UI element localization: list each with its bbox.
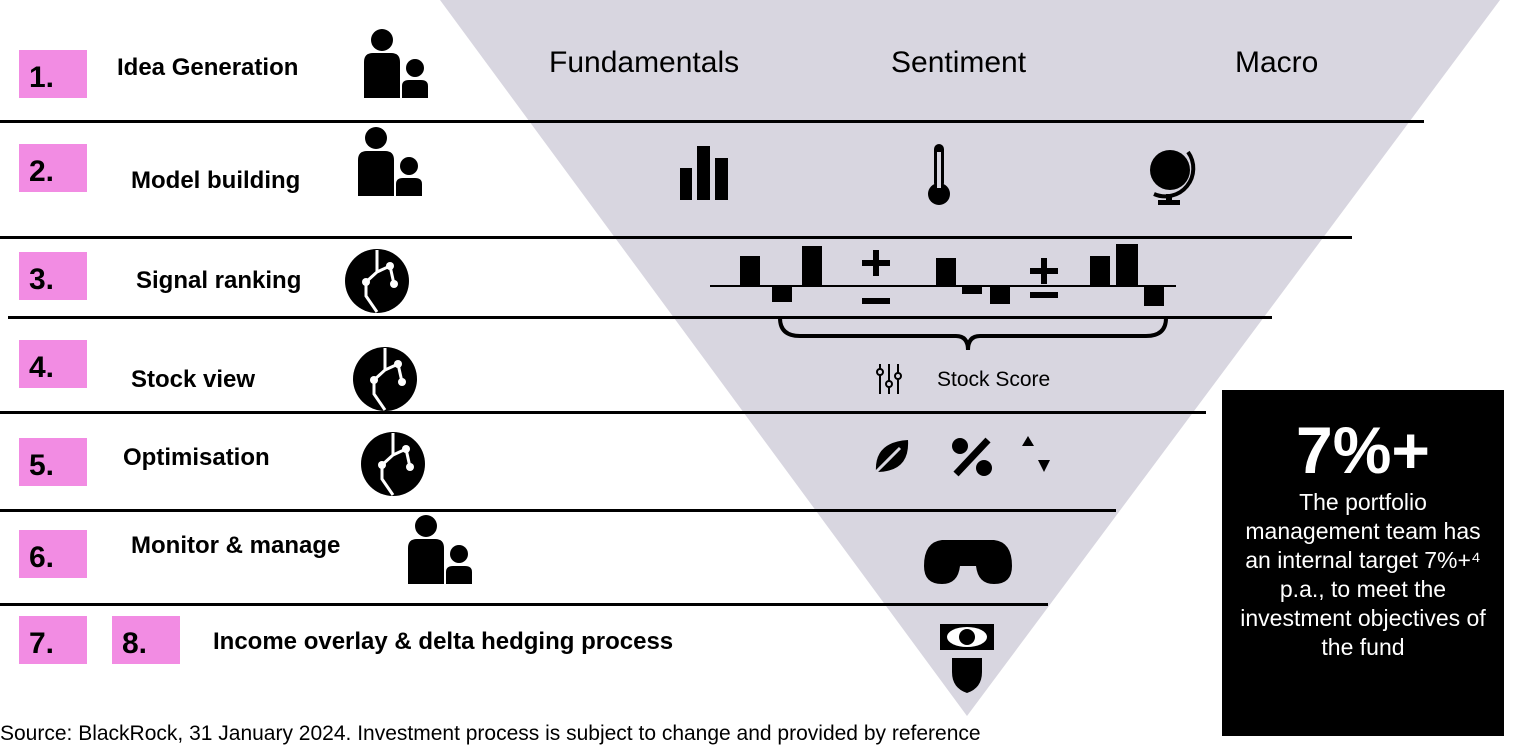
people-icon: [408, 515, 472, 584]
target-value: 7%+: [1296, 413, 1430, 487]
ai-circuit-icon: [345, 249, 409, 313]
sliders-icon: [876, 364, 902, 394]
shield-icon: [952, 658, 982, 693]
step-number-5: 5.: [19, 438, 87, 486]
thermometer-icon: [928, 144, 950, 205]
divider-5: [0, 509, 1116, 512]
divider-3: [8, 316, 1272, 319]
step-label-5: Optimisation: [123, 444, 270, 471]
step-number-1: 1.: [19, 50, 87, 98]
eye-icon: [940, 624, 994, 650]
target-description: The portfolio management team has an int…: [1240, 489, 1486, 660]
column-fundamentals: Fundamentals: [549, 46, 740, 79]
stock-score-label: Stock Score: [937, 368, 1051, 391]
signal-bars: [710, 244, 1176, 351]
leaf-icon: [874, 440, 909, 474]
ai-circuit-icon: [353, 347, 417, 411]
divider-1: [0, 120, 1424, 123]
step-label-7-8: Income overlay & delta hedging process: [213, 628, 674, 655]
step-number-3: 3.: [19, 252, 87, 300]
ai-circuit-icon: [361, 432, 425, 496]
step-label-3: Signal ranking: [136, 267, 302, 294]
step-number-4: 4.: [19, 340, 87, 388]
step-number-2: 2.: [19, 144, 87, 192]
binoculars-icon: [924, 540, 1012, 584]
divider-2: [0, 236, 1352, 239]
column-macro: Macro: [1235, 46, 1319, 79]
step-label-6: Monitor & manage: [131, 532, 341, 559]
step-number-8: 8.: [112, 616, 180, 664]
bar-chart-icon: [680, 146, 728, 200]
target-box: 7%+ The portfolio management team has an…: [1222, 390, 1504, 736]
step-number-6: 6.: [19, 530, 87, 578]
step-label-2: Model building: [131, 167, 301, 194]
source-note: Source: BlackRock, 31 January 2024. Inve…: [0, 722, 981, 745]
percent-icon: [952, 437, 992, 477]
globe-icon: [1150, 150, 1196, 205]
divider-4: [0, 411, 1206, 414]
step-label-4: Stock view: [131, 366, 256, 393]
column-sentiment: Sentiment: [891, 46, 1027, 79]
people-icon: [358, 127, 422, 196]
people-icon: [364, 29, 428, 98]
step-number-7: 7.: [19, 616, 87, 664]
divider-6: [0, 603, 1048, 606]
step-label-1: Idea Generation: [117, 54, 299, 81]
up-down-arrows-icon: [1022, 436, 1050, 472]
